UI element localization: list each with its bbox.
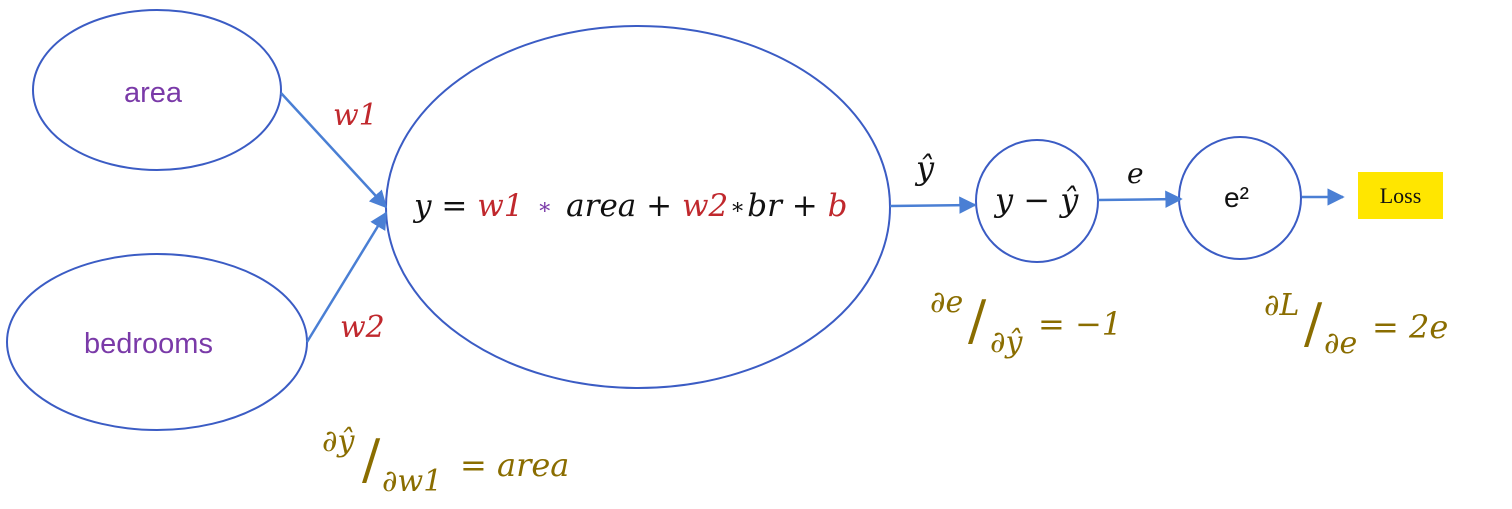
edge-area-to-linear: [280, 92, 388, 209]
edge-bedrooms-to-linear: [305, 211, 388, 343]
eq-b: b: [827, 188, 848, 224]
de-dyhat-rhs: = −1: [1038, 305, 1123, 343]
eq-br: br: [747, 188, 782, 224]
edge-label-w2: w2: [340, 310, 385, 345]
eq-w1: w1: [477, 188, 524, 224]
derivative-dyhat-dw1: ∂ŷ / ∂w1 = area: [322, 424, 602, 504]
derivative-de-dyhat: ∂e / ∂ŷ = −1: [930, 285, 1150, 365]
de-dyhat-denominator: ∂ŷ: [990, 325, 1023, 360]
eq-mul1: ∗: [537, 194, 553, 220]
dyhat-dw1-denominator: ∂w1: [382, 464, 443, 499]
loss-label: Loss: [1379, 182, 1422, 208]
edge-label-e: e: [1127, 157, 1144, 190]
dyhat-dw1-numerator: ∂ŷ: [322, 424, 355, 459]
eq-equals: =: [441, 188, 468, 224]
edge-label-yhat: ŷ: [916, 149, 935, 187]
dyhat-dw1-slash: /: [362, 428, 381, 491]
dyhat-dw1-rhs: = area: [460, 446, 570, 484]
eq-y: y: [414, 188, 432, 224]
eq-area: area: [566, 188, 637, 224]
de-dyhat-slash: /: [968, 289, 987, 352]
linear-equation: y = w1 ∗ area + w2∗br + b: [414, 191, 847, 222]
area-label: area: [124, 77, 183, 109]
eq-mul2: ∗: [730, 194, 746, 220]
edge-linear-to-diff: [889, 196, 977, 214]
area-node: [32, 9, 282, 171]
edge-label-w1: w1: [333, 98, 378, 133]
square-label: e²: [1224, 182, 1249, 213]
eq-w2: w2: [682, 188, 729, 224]
edge-diff-to-square: [1097, 190, 1183, 208]
derivative-dL-de: ∂L / ∂e = 2e: [1264, 288, 1484, 368]
loss-box: Loss: [1358, 172, 1443, 219]
dL-de-slash: /: [1304, 292, 1323, 355]
eq-plus1: +: [646, 188, 673, 224]
bedrooms-label: bedrooms: [84, 328, 213, 360]
de-dyhat-numerator: ∂e: [930, 285, 964, 320]
dL-de-numerator: ∂L: [1264, 288, 1300, 323]
diff-label: y − ŷ: [995, 181, 1079, 219]
dL-de-denominator: ∂e: [1324, 326, 1358, 361]
dL-de-rhs: = 2e: [1372, 308, 1449, 346]
eq-plus2: +: [791, 188, 818, 224]
